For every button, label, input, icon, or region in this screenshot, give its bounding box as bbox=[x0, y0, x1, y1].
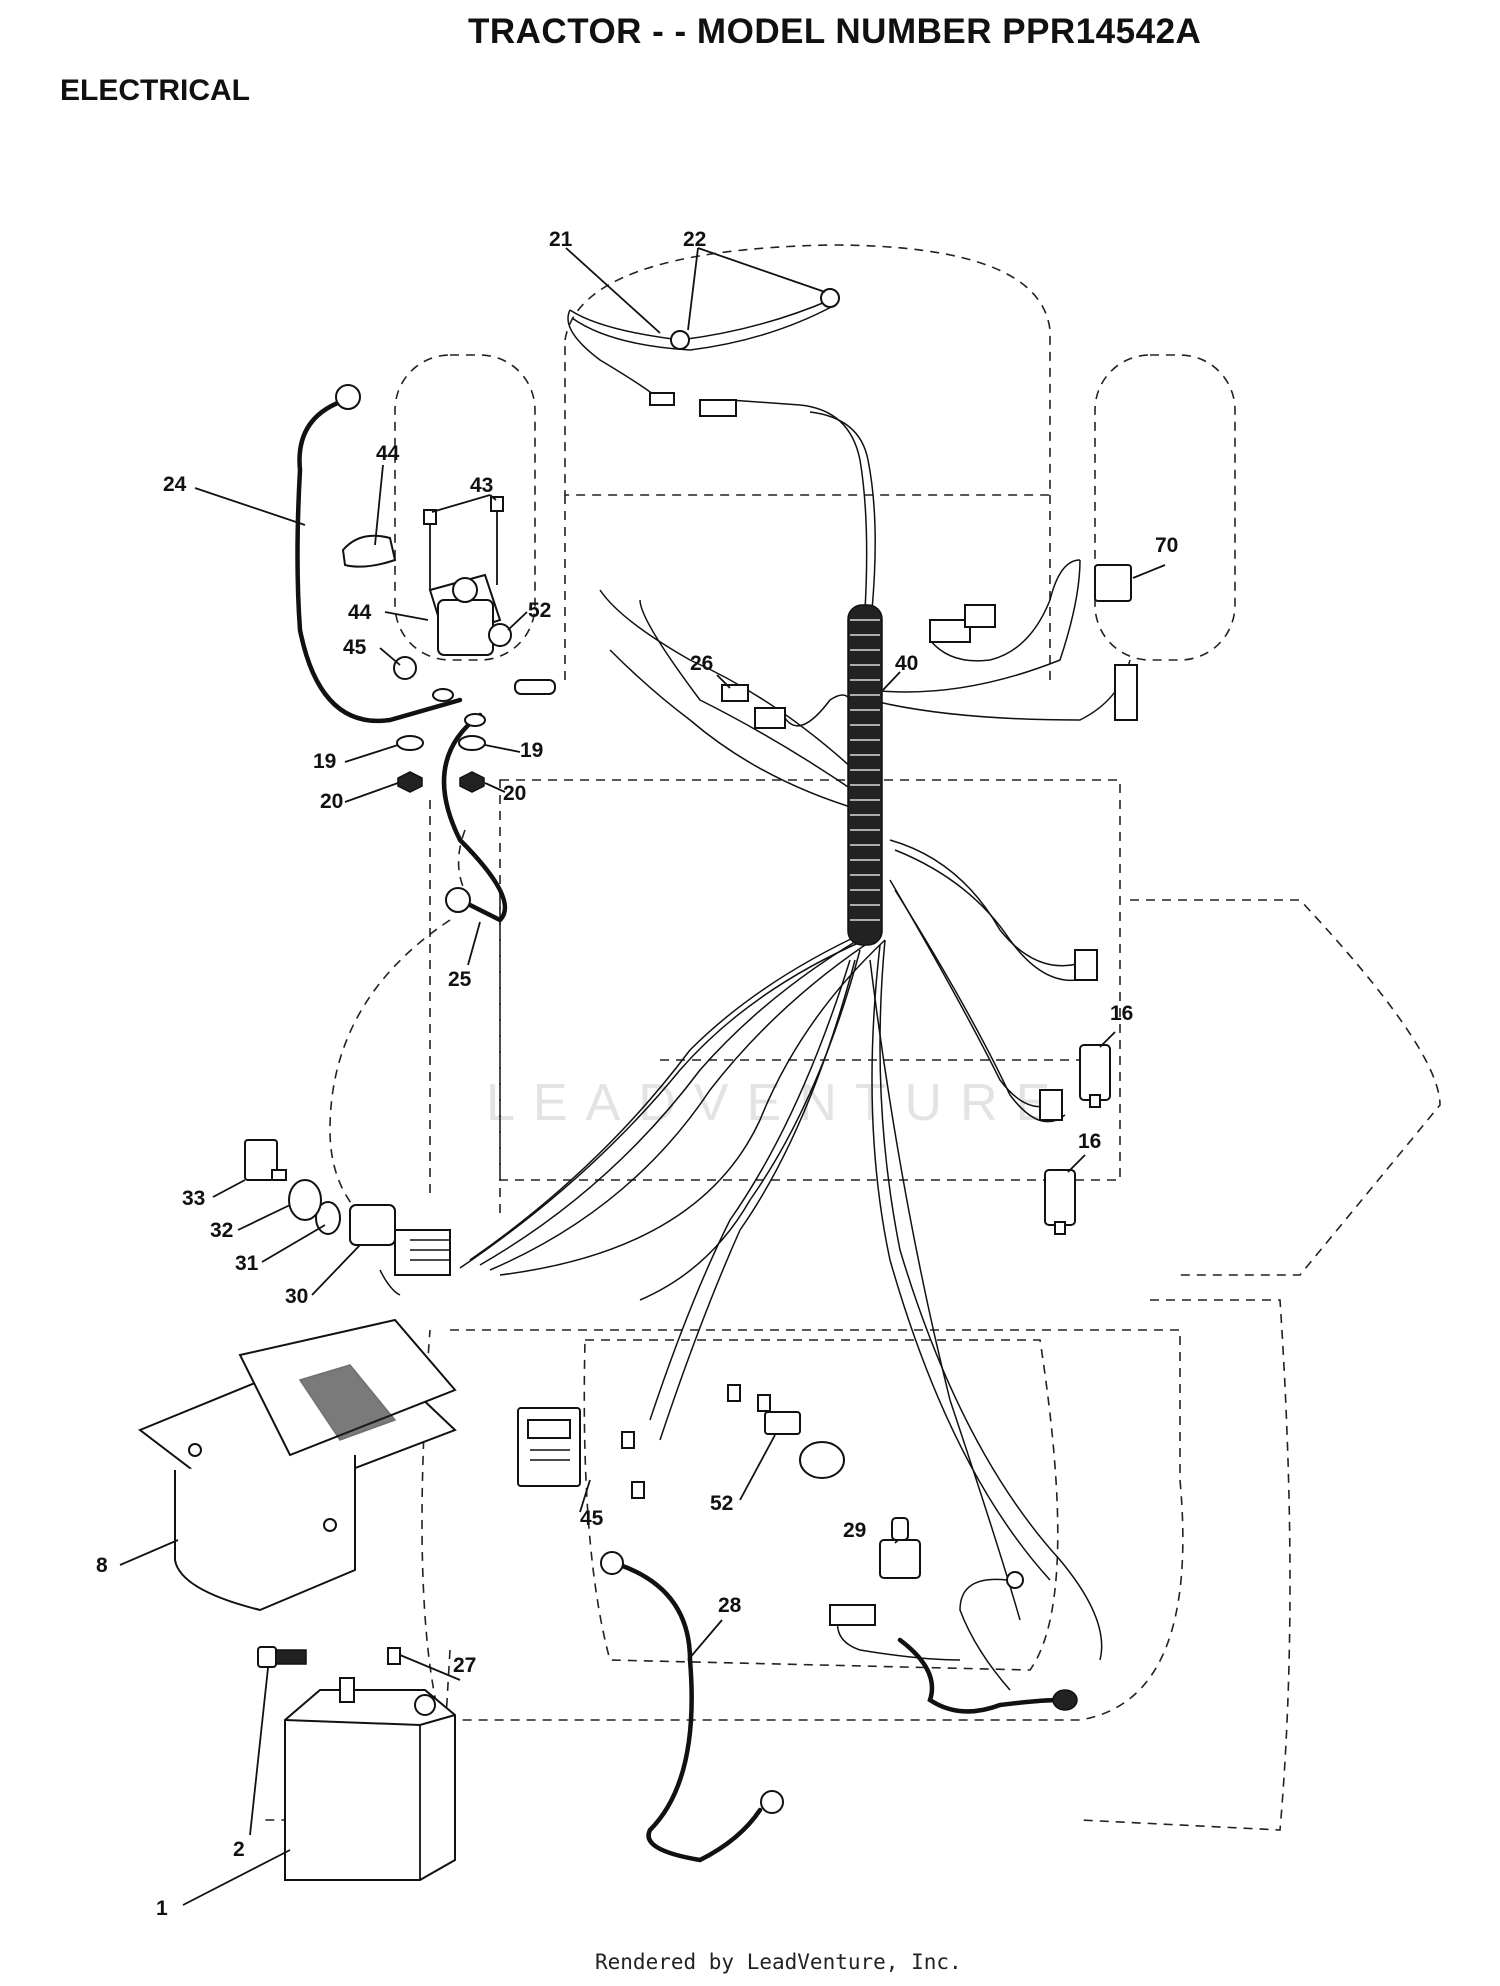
callout-16-upper: 16 bbox=[1110, 1002, 1133, 1025]
callout-42: 44 bbox=[376, 442, 400, 465]
callout-22: 22 bbox=[683, 228, 706, 251]
callout-16-lower: 16 bbox=[1078, 1130, 1101, 1153]
callout-31: 31 bbox=[235, 1252, 259, 1275]
nut-27 bbox=[387, 1647, 401, 1665]
footer-credit: Rendered by LeadVenture, Inc. bbox=[595, 1950, 962, 1974]
callout-45: 45 bbox=[580, 1507, 604, 1530]
callout-8: 8 bbox=[96, 1554, 108, 1577]
ignition-switch-30 bbox=[244, 1139, 451, 1296]
switch-16-upper bbox=[1079, 1044, 1111, 1108]
connector-70 bbox=[929, 559, 1138, 721]
callout-41: 43 bbox=[470, 474, 493, 497]
hour-meter-45 bbox=[517, 1407, 581, 1487]
connector-plug-lower bbox=[1039, 1089, 1063, 1121]
callout-20-right: 20 bbox=[503, 782, 526, 805]
harness-loom bbox=[847, 604, 883, 946]
callout-29: 29 bbox=[843, 1519, 866, 1542]
callout-30: 30 bbox=[285, 1285, 308, 1308]
callout-27: 27 bbox=[453, 1654, 476, 1677]
callout-20-left: 20 bbox=[320, 790, 343, 813]
callout-21: 21 bbox=[549, 228, 573, 251]
callout-44-right: 52 bbox=[528, 599, 551, 622]
callout-33: 33 bbox=[182, 1187, 205, 1210]
callout-19-right: 19 bbox=[520, 739, 543, 762]
page-title: TRACTOR - - MODEL NUMBER PPR14542A bbox=[468, 12, 1202, 51]
bolt-2 bbox=[257, 1646, 307, 1668]
callout-1: 1 bbox=[156, 1897, 168, 1920]
callout-19-left: 19 bbox=[313, 750, 336, 773]
light-52 bbox=[764, 1411, 845, 1479]
watermark-text: LEADVENTURE bbox=[486, 1074, 1068, 1132]
callout-43: 44 bbox=[348, 601, 372, 624]
callout-40: 40 bbox=[895, 652, 918, 675]
tractor-outline bbox=[260, 244, 1441, 1831]
connector-plug-upper bbox=[1074, 949, 1098, 981]
wire-terminals bbox=[621, 1384, 771, 1499]
battery-cable-24 bbox=[295, 384, 463, 724]
battery-box-8 bbox=[138, 1318, 457, 1612]
switch-29 bbox=[829, 1517, 961, 1661]
leader-lines bbox=[119, 247, 1166, 1906]
callout-28: 28 bbox=[718, 1594, 742, 1617]
callout-26: 26 bbox=[690, 652, 713, 675]
callout-70: 70 bbox=[1155, 534, 1178, 557]
callout-2: 2 bbox=[233, 1838, 245, 1861]
callout-52: 52 bbox=[710, 1492, 733, 1515]
cable-28 bbox=[600, 1551, 784, 1863]
solenoid-43 bbox=[341, 496, 556, 793]
callout-25: 25 bbox=[448, 968, 472, 991]
callout-labels: 21 22 24 44 43 44 45 52 19 19 20 20 25 2… bbox=[96, 228, 1178, 1920]
switch-16-lower bbox=[1044, 1169, 1076, 1235]
headlight-wiring bbox=[567, 288, 840, 417]
section-title: ELECTRICAL bbox=[60, 74, 250, 107]
battery-1 bbox=[284, 1677, 456, 1881]
cable-25 bbox=[441, 712, 508, 923]
coiled-cord bbox=[897, 1571, 1078, 1714]
callout-32: 32 bbox=[210, 1219, 233, 1242]
callout-24: 24 bbox=[163, 473, 187, 496]
callout-44-left: 45 bbox=[343, 636, 367, 659]
connector-26 bbox=[721, 684, 851, 729]
